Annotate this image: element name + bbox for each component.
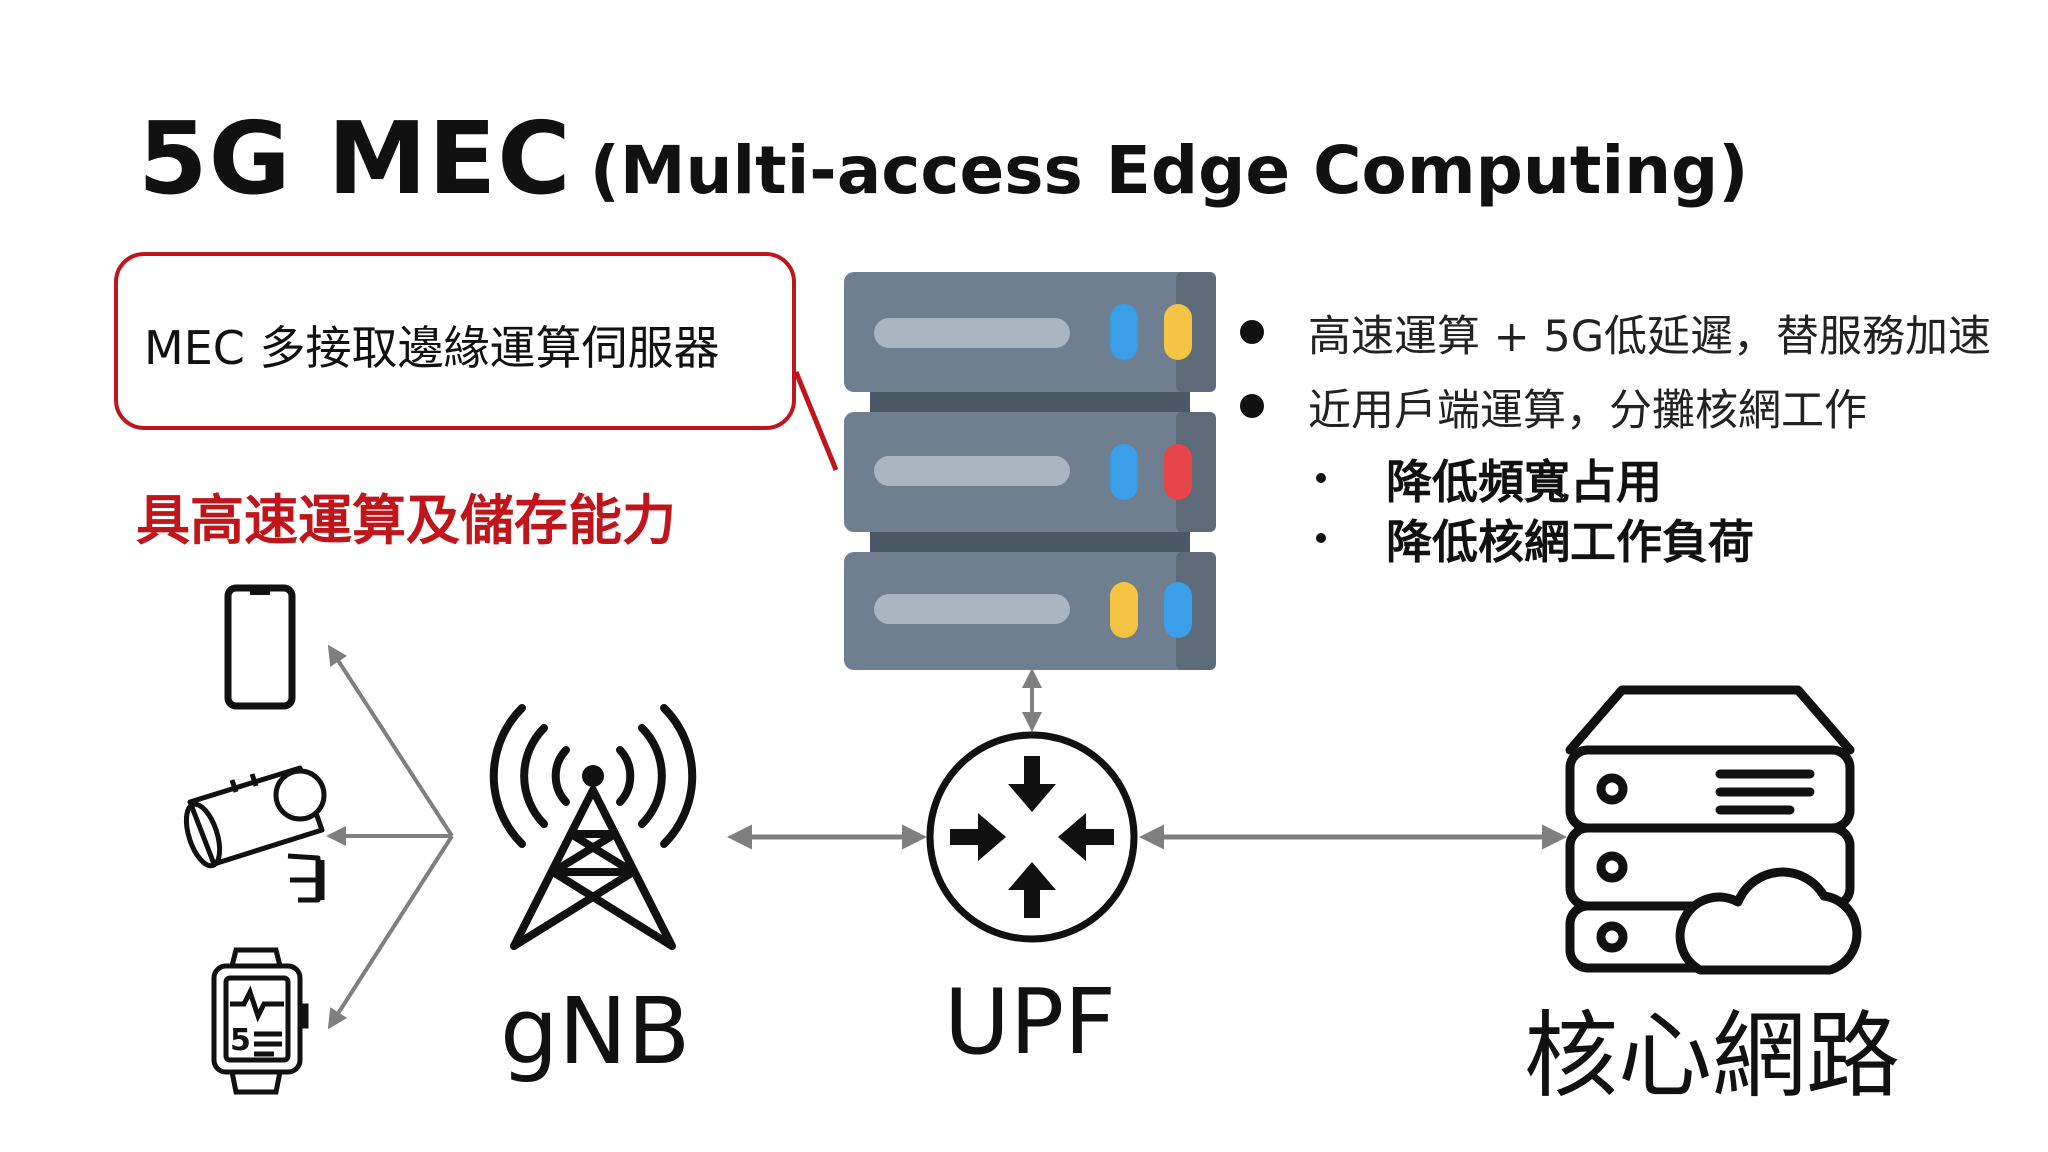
capability-text: 具高速運算及儲存能力 bbox=[136, 489, 676, 552]
smartphone-icon bbox=[224, 584, 296, 710]
sub-bullet-1: 降低頻寬占用 bbox=[1386, 455, 1662, 509]
callout-pointer-line bbox=[793, 371, 839, 471]
title-main: 5G MEC bbox=[138, 100, 572, 217]
gnb-label: gNB bbox=[500, 978, 691, 1085]
bullet-1: 高速運算 + 5G低延遲，替服務加速 bbox=[1308, 312, 1992, 362]
core-network-label: 核心網路 bbox=[1524, 1002, 1901, 1111]
upf-label: UPF bbox=[944, 970, 1116, 1075]
mec-callout-text: MEC 多接取邊緣運算伺服器 bbox=[144, 321, 720, 375]
security-camera-icon bbox=[183, 765, 327, 903]
sub-bullet-2: 降低核網工作負荷 bbox=[1386, 515, 1754, 569]
core-network-icon bbox=[1565, 685, 1862, 975]
bullet-dot bbox=[1240, 320, 1264, 344]
device-link-arrows bbox=[326, 644, 454, 1030]
bullet-2: 近用戶端運算，分攤核網工作 bbox=[1308, 386, 1867, 436]
gnb-tower-icon bbox=[489, 704, 697, 950]
mec-server-icon bbox=[844, 272, 1216, 670]
bullet-dot bbox=[1240, 394, 1264, 418]
smartwatch-icon: 5 bbox=[211, 947, 309, 1095]
page-title: 5G MEC(Multi-access Edge Computing) bbox=[138, 100, 1748, 217]
svg-text:5: 5 bbox=[230, 1023, 251, 1058]
sub-bullet-dot bbox=[1316, 533, 1326, 543]
sub-bullet-dot bbox=[1316, 473, 1326, 483]
mec-callout-box bbox=[114, 252, 796, 430]
upf-router-icon bbox=[926, 731, 1138, 943]
title-subtitle: (Multi-access Edge Computing) bbox=[589, 132, 1749, 209]
